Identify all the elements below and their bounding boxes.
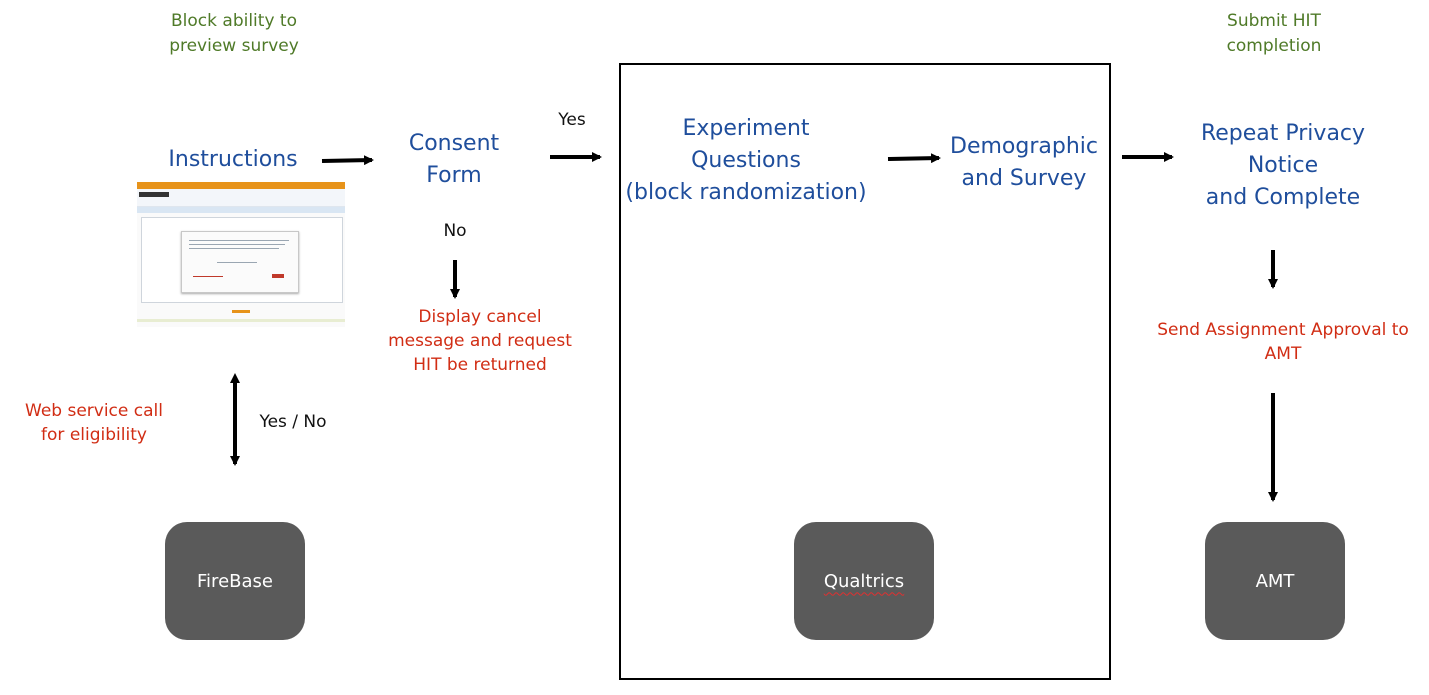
- instructions-screenshot-thumbnail: [137, 182, 345, 327]
- firebase-node: FireBase: [165, 522, 305, 640]
- edge-label-no: No: [443, 221, 467, 241]
- step-repeat-privacy: Repeat Privacy Notice and Complete: [1200, 121, 1366, 210]
- note-send-approval: Send Assignment Approval to AMT: [1157, 320, 1409, 364]
- edge-label-yes: Yes: [558, 110, 586, 130]
- step-instructions: Instructions: [168, 147, 298, 172]
- firebase-label: FireBase: [197, 570, 273, 592]
- amt-node: AMT: [1205, 522, 1345, 640]
- note-cancel-message: Display cancel message and request HIT b…: [388, 307, 572, 375]
- step-consent-form: Consent Form: [408, 131, 500, 188]
- step-experiment-questions: Experiment Questions (block randomizatio…: [625, 116, 867, 205]
- arrow-instructions-to-consent: [321, 155, 374, 166]
- amt-label: AMT: [1255, 570, 1295, 592]
- arrow-experiment-to-demographic: [887, 153, 941, 164]
- edge-label-yes-no: Yes / No: [259, 412, 327, 432]
- note-submit-hit: Submit HIT completion: [1226, 11, 1322, 56]
- qualtrics-label: Qualtrics: [823, 570, 905, 592]
- qualtrics-container: [619, 63, 1111, 680]
- note-block-preview: Block ability to preview survey: [169, 11, 299, 56]
- note-web-service-call: Web service call for eligibility: [25, 401, 163, 445]
- step-demographic-survey: Demographic and Survey: [950, 134, 1098, 191]
- qualtrics-node: Qualtrics: [794, 522, 934, 640]
